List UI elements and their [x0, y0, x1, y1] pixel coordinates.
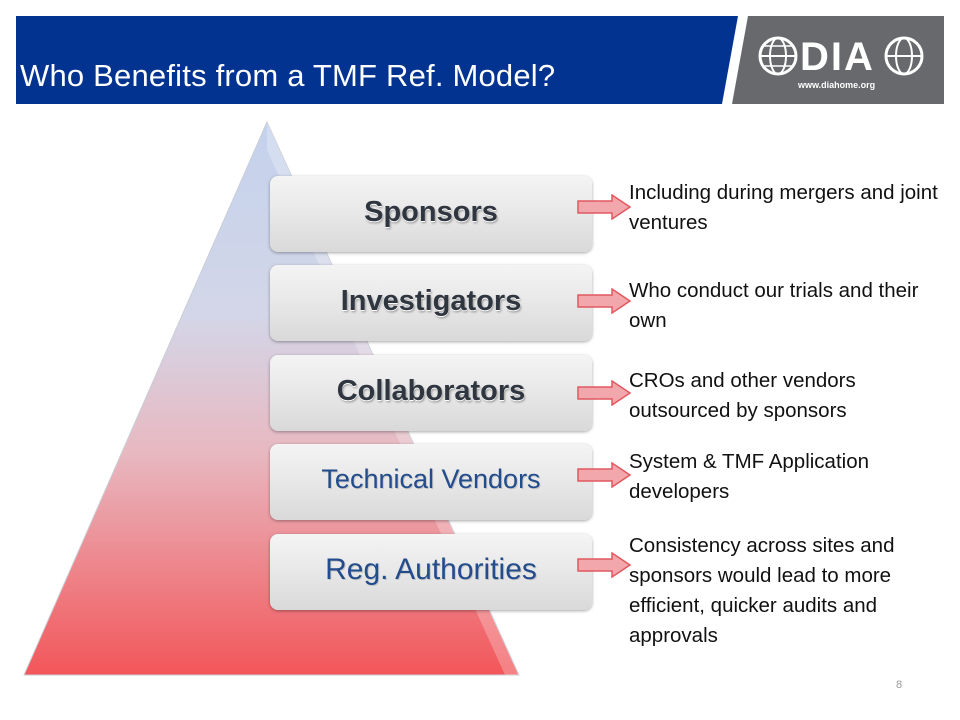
arrow-right-icon: [577, 462, 632, 488]
logo-url: www.diahome.org: [798, 80, 876, 90]
page-title: Who Benefits from a TMF Ref. Model?: [20, 58, 556, 93]
arrow-right-icon: [577, 194, 632, 220]
arrow-right-icon: [577, 288, 632, 314]
level-description: Who conduct our trials and their own: [629, 279, 919, 332]
arrow-right-icon: [577, 380, 632, 406]
pyramid-level-investigators: Investigators: [270, 265, 592, 341]
pyramid-level-sponsors: Sponsors: [270, 176, 592, 252]
page-number: 8: [896, 679, 903, 691]
dia-logo: DIA: [758, 35, 924, 79]
level-label: Reg. Authorities: [325, 553, 537, 586]
level-label: Technical Vendors: [321, 464, 541, 494]
pyramid-level-technical-vendors: Technical Vendors: [270, 444, 592, 520]
arrow-right-icon: [577, 552, 632, 578]
level-label: Collaborators: [336, 375, 526, 407]
header-background: DIA: [16, 16, 944, 104]
pyramid-level-collaborators: Collaborators: [270, 355, 592, 431]
level-label: Investigators: [340, 285, 522, 317]
level-label: Sponsors: [364, 196, 498, 228]
level-description: Including during mergers and joint ventu…: [629, 181, 938, 234]
header-banner: DIA Who Benefits from a TMF Ref. Model? …: [16, 16, 944, 104]
level-description: System & TMF Application developers: [629, 450, 870, 503]
level-description: CROs and other vendors outsourced by spo…: [629, 369, 856, 422]
level-description: Consistency across sites and sponsors wo…: [629, 534, 895, 647]
svg-text:DIA: DIA: [800, 35, 875, 79]
pyramid-level-reg-authorities: Reg. Authorities: [270, 534, 592, 610]
